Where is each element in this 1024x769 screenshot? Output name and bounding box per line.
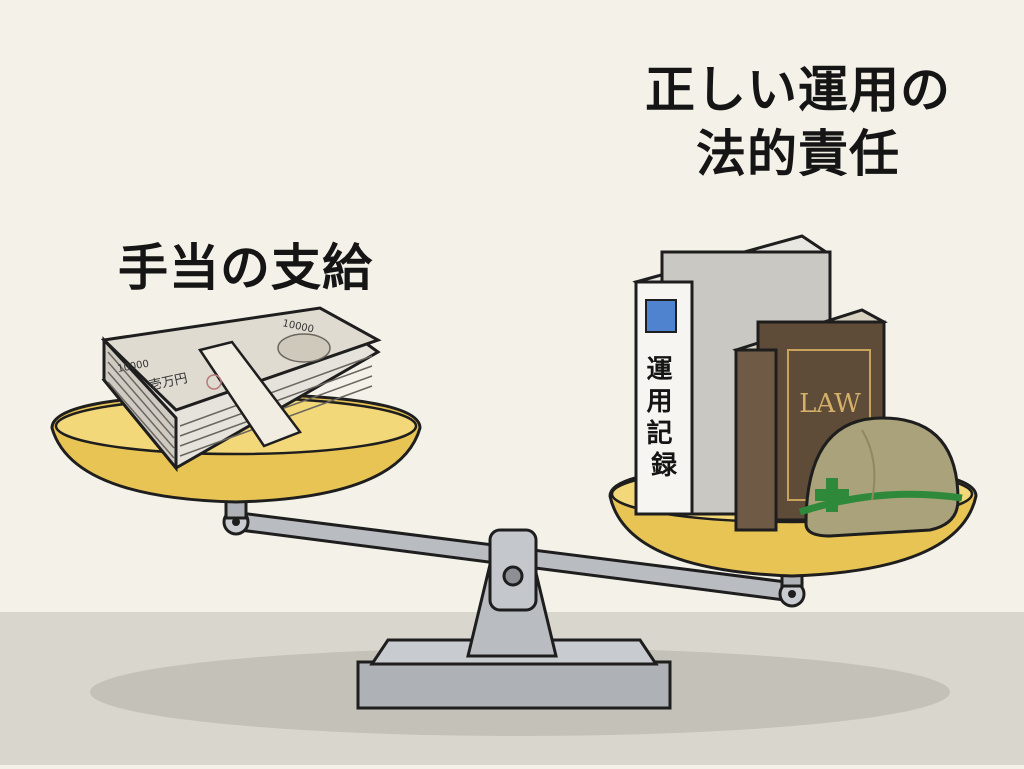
responsibility-label: 正しい運用の 法的責任 <box>628 58 968 186</box>
banknote-stack-icon: 壱万円 10000 10000 <box>100 306 382 473</box>
book-label-square <box>645 299 677 333</box>
paper-band <box>197 340 302 448</box>
banknote-denomination-left: 10000 <box>117 359 150 375</box>
record-book-title: 運 用 記 録 <box>646 355 681 481</box>
pivot-icon <box>502 565 524 587</box>
safety-helmet-icon <box>798 416 963 538</box>
scale-beam <box>222 498 806 612</box>
responsibility-label-line2: 法的責任 <box>696 125 900 183</box>
law-book-title: LAW <box>799 389 861 419</box>
responsibility-label-line1: 正しい運用の <box>645 61 951 119</box>
allowance-label: 手当の支給 <box>118 239 373 297</box>
